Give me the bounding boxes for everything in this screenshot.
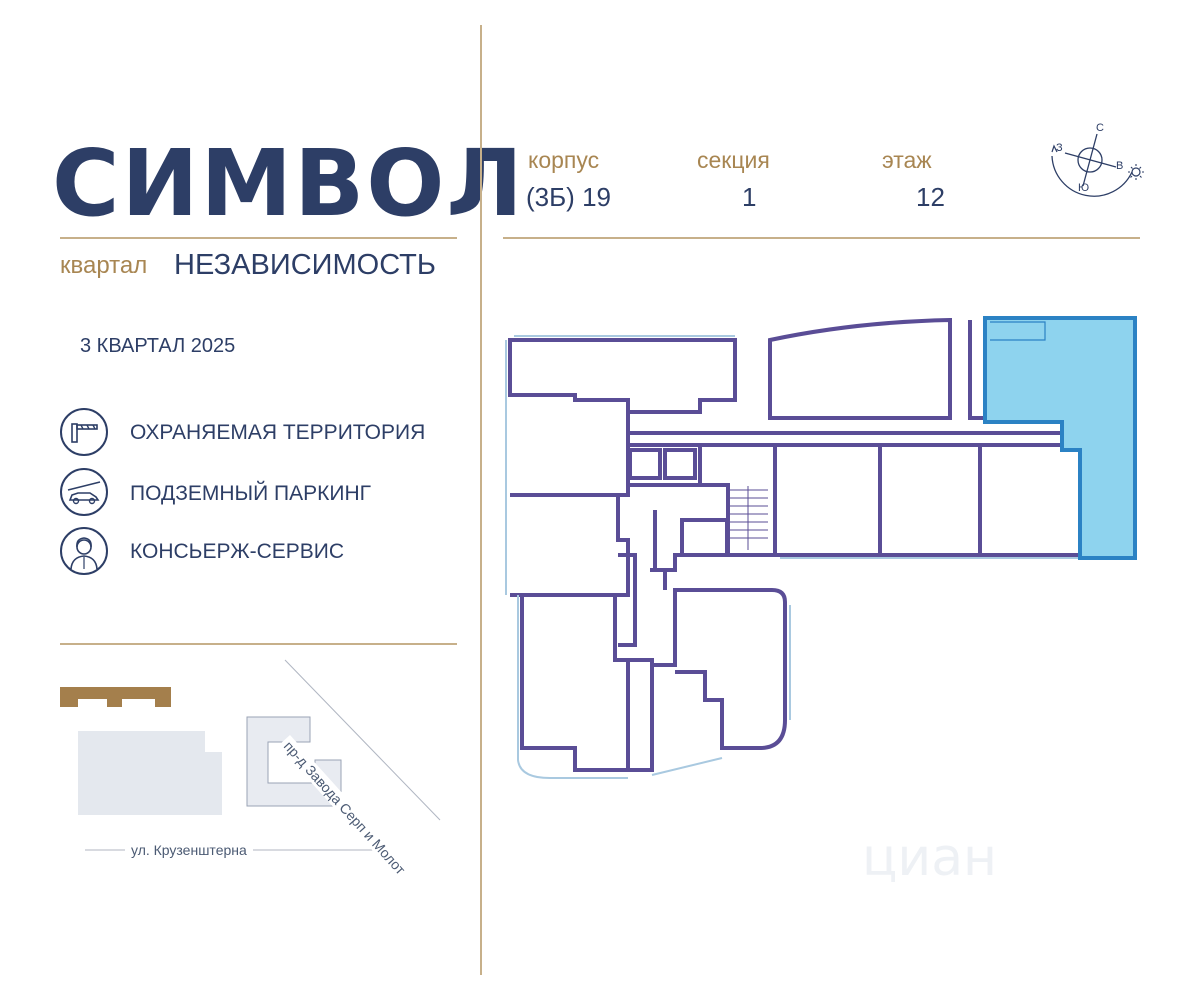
building-label: корпус (528, 147, 600, 173)
completion-date: 3 КВАРТАЛ 2025 (80, 335, 236, 357)
feature-parking (60, 468, 108, 516)
building-value: (3Б) 19 (526, 182, 611, 212)
compass-west: З (1056, 142, 1063, 154)
barrier-icon (60, 408, 108, 456)
feature-label: ПОДЗЕМНЫЙ ПАРКИНГ (130, 482, 372, 505)
highlighted-apartment (983, 316, 1137, 560)
compass-south: Ю (1078, 182, 1090, 194)
district-label: квартал (60, 252, 148, 279)
floor-plan (505, 316, 1137, 779)
street-label: ул. Крузенштерна (125, 842, 253, 858)
divider (480, 25, 482, 975)
divider (60, 237, 457, 239)
compass-north: С (1096, 122, 1104, 134)
floor-value: 12 (916, 182, 945, 212)
car-icon (60, 468, 108, 516)
site-map (60, 659, 441, 851)
neighbour-building (60, 687, 171, 707)
watermark: циан (862, 828, 998, 888)
section-label: секция (697, 147, 770, 173)
floor-label: этаж (882, 147, 932, 173)
feature-security (60, 408, 108, 456)
feature-concierge (60, 527, 108, 575)
compass-icon (1051, 133, 1144, 197)
feature-label: КОНСЬЕРЖ-СЕРВИС (130, 540, 345, 563)
concierge-icon (60, 527, 108, 575)
compass: С З В Ю (1040, 118, 1145, 208)
divider (503, 237, 1140, 239)
divider (60, 643, 457, 645)
neighbour-block (78, 731, 222, 815)
section-value: 1 (742, 182, 757, 212)
district-name: НЕЗАВИСИМОСТЬ (174, 249, 436, 281)
brand-logo: СИМВОЛ (52, 130, 525, 237)
compass-east: В (1116, 160, 1124, 172)
feature-label: ОХРАНЯЕМАЯ ТЕРРИТОРИЯ (130, 421, 426, 444)
